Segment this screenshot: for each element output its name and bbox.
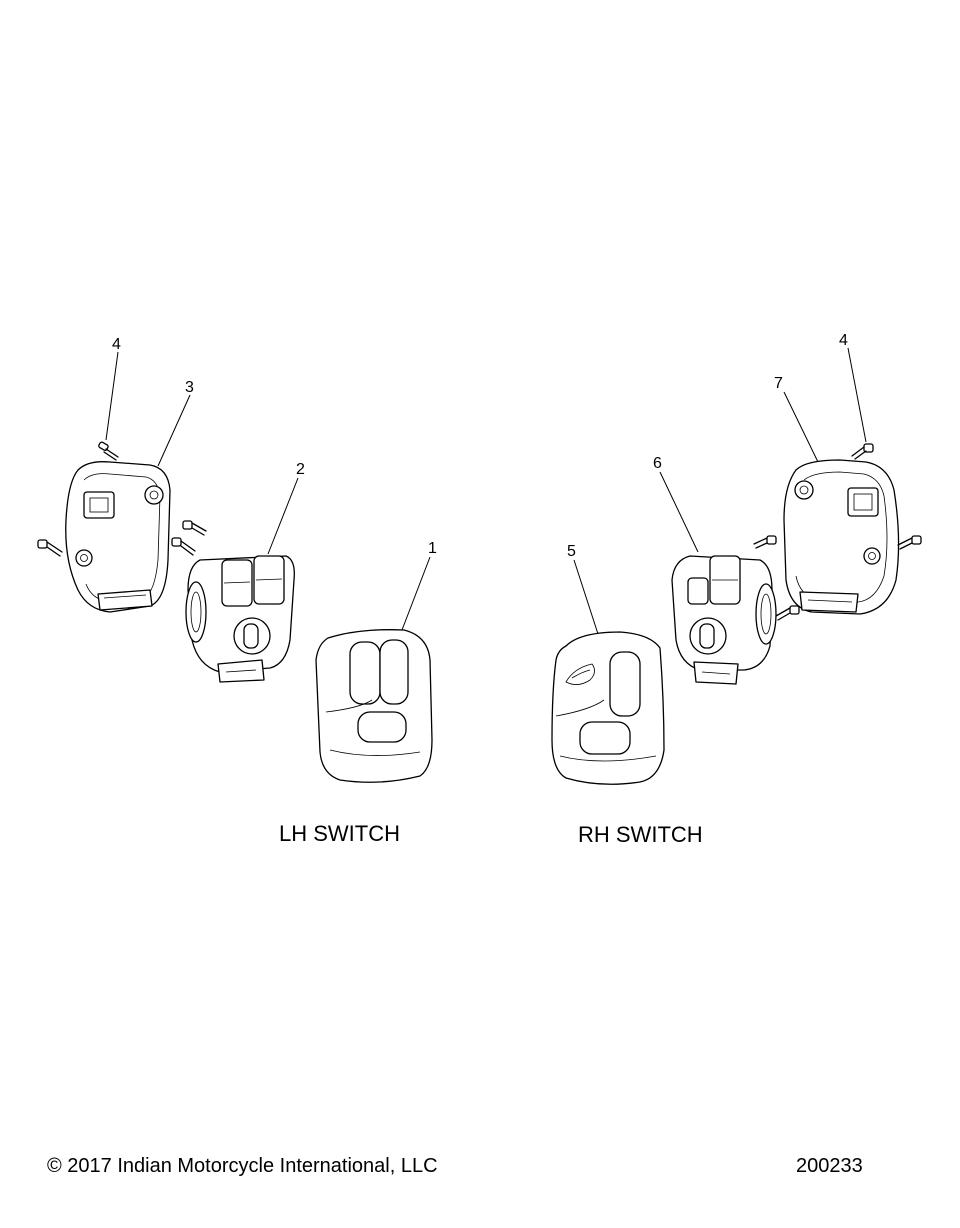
part-5-rh-switch-cover xyxy=(551,631,665,785)
part-6-rh-switch-assembly xyxy=(671,555,777,685)
callout-4-right: 4 xyxy=(839,332,848,349)
part-4-lh-screw-mid-2 xyxy=(171,537,196,556)
part-4-rh-screw-side xyxy=(897,535,922,550)
part-3-lh-lower-housing xyxy=(65,461,171,613)
label-lh-switch: LH SWITCH xyxy=(279,821,400,846)
callout-3: 3 xyxy=(185,379,194,396)
part-4-rh-screw-top xyxy=(851,443,874,460)
part-7-rh-lower-housing xyxy=(783,459,900,615)
part-4-rh-screw-mid-2 xyxy=(775,605,800,621)
part-4-rh-screw-mid-1 xyxy=(753,535,777,549)
drawing-number: 200233 xyxy=(796,1155,863,1177)
part-4-lh-screw-top xyxy=(98,441,119,461)
part-2-lh-switch-assembly xyxy=(185,555,295,683)
copyright-notice: © 2017 Indian Motorcycle International, … xyxy=(47,1155,438,1177)
callout-6: 6 xyxy=(653,455,662,472)
callout-2: 2 xyxy=(296,461,305,478)
part-4-lh-screw-mid-1 xyxy=(182,520,207,536)
callout-1: 1 xyxy=(428,540,437,557)
callout-5: 5 xyxy=(567,543,576,560)
part-1-lh-switch-cover xyxy=(315,629,433,783)
label-rh-switch: RH SWITCH xyxy=(578,822,703,847)
part-4-lh-screw-side xyxy=(37,539,63,557)
callout-4-left: 4 xyxy=(112,336,121,353)
callout-7: 7 xyxy=(774,375,783,392)
